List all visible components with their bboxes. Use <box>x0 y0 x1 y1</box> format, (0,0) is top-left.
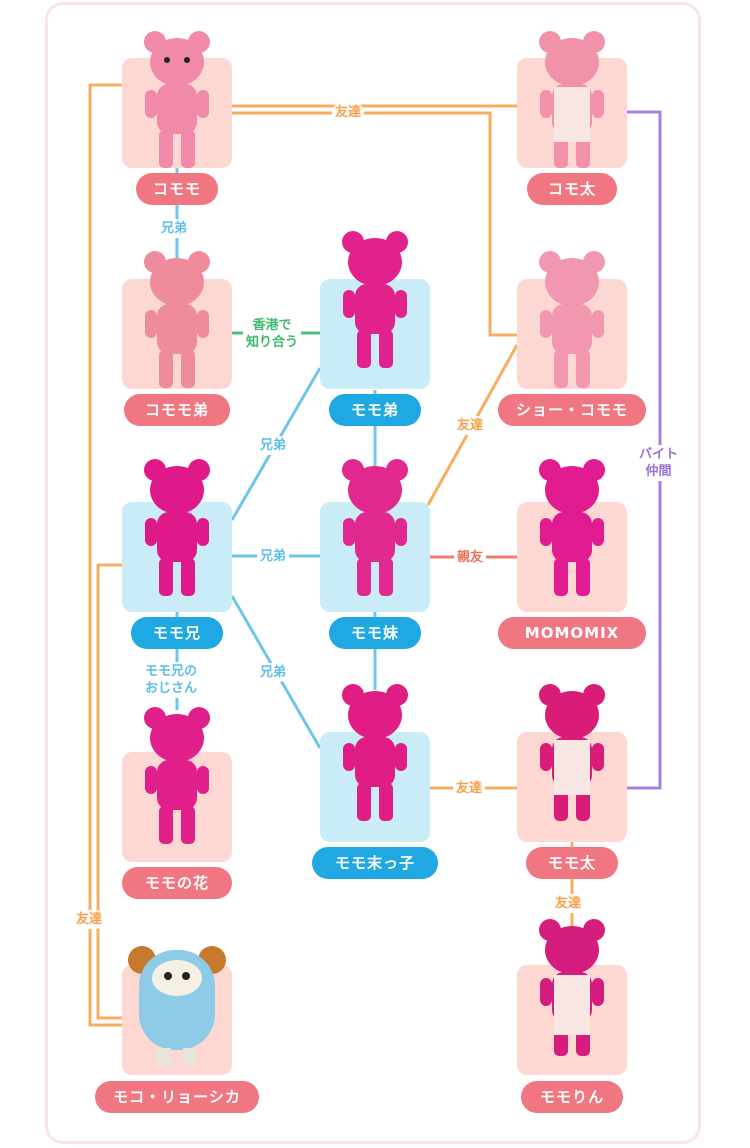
relation-best-friend: 親友 <box>454 548 487 567</box>
figure-komomo-icon <box>144 31 210 168</box>
figure-komomo-otouto-icon <box>144 251 210 388</box>
label-komomo-otouto[interactable]: コモモ弟 <box>124 394 230 426</box>
label-komomo[interactable]: コモモ <box>136 173 218 205</box>
label-moko-ryoshika[interactable]: モコ・リョーシカ <box>95 1081 259 1113</box>
figure-moko-ryoshika-icon <box>128 946 226 1066</box>
relation-brothers-lower: 兄弟 <box>257 663 290 682</box>
relation-friend-moko: 友達 <box>73 910 106 929</box>
relation-brothers-middle: 兄弟 <box>257 547 290 566</box>
figure-momo-otouto-icon <box>342 231 408 368</box>
label-komota[interactable]: コモ太 <box>527 173 617 205</box>
figure-komota-icon <box>539 31 605 168</box>
figure-momo-no-hana-icon <box>144 707 210 844</box>
relation-met-in-hongkong: 香港で 知り合う <box>243 316 302 352</box>
relation-friend-show: 友達 <box>454 416 487 435</box>
label-momo-otouto[interactable]: モモ弟 <box>329 394 421 426</box>
label-momorin[interactable]: モモりん <box>521 1081 623 1113</box>
relation-brothers-upper: 兄弟 <box>257 436 290 455</box>
label-momomix[interactable]: MOMOMIX <box>498 617 646 649</box>
figure-momorin-icon <box>539 919 605 1056</box>
relation-friend-momota: 友達 <box>453 779 486 798</box>
label-momota[interactable]: モモ太 <box>526 847 618 879</box>
label-momo-suekko[interactable]: モモ末っ子 <box>312 847 438 879</box>
label-momo-ani[interactable]: モモ兄 <box>131 617 223 649</box>
relation-friend-momorin: 友達 <box>552 894 585 913</box>
relation-uncle-of-momo-ani: モモ兄の おじさん <box>142 662 201 698</box>
relation-brothers-komomo: 兄弟 <box>158 219 191 238</box>
relation-friend-top: 友達 <box>332 103 365 122</box>
relation-part-time-colleague: バイト 仲間 <box>636 445 682 481</box>
figure-momo-ani-icon <box>144 459 210 596</box>
figure-momomix-icon <box>539 459 605 596</box>
label-momo-imouto[interactable]: モモ妹 <box>329 617 421 649</box>
label-show-komomo[interactable]: ショー・コモモ <box>498 394 646 426</box>
figure-momo-imouto-icon <box>342 459 408 596</box>
label-momo-no-hana[interactable]: モモの花 <box>122 867 232 899</box>
figure-momo-suekko-icon <box>342 684 408 821</box>
figure-momota-icon <box>539 684 605 821</box>
figure-show-komomo-icon <box>539 251 605 388</box>
